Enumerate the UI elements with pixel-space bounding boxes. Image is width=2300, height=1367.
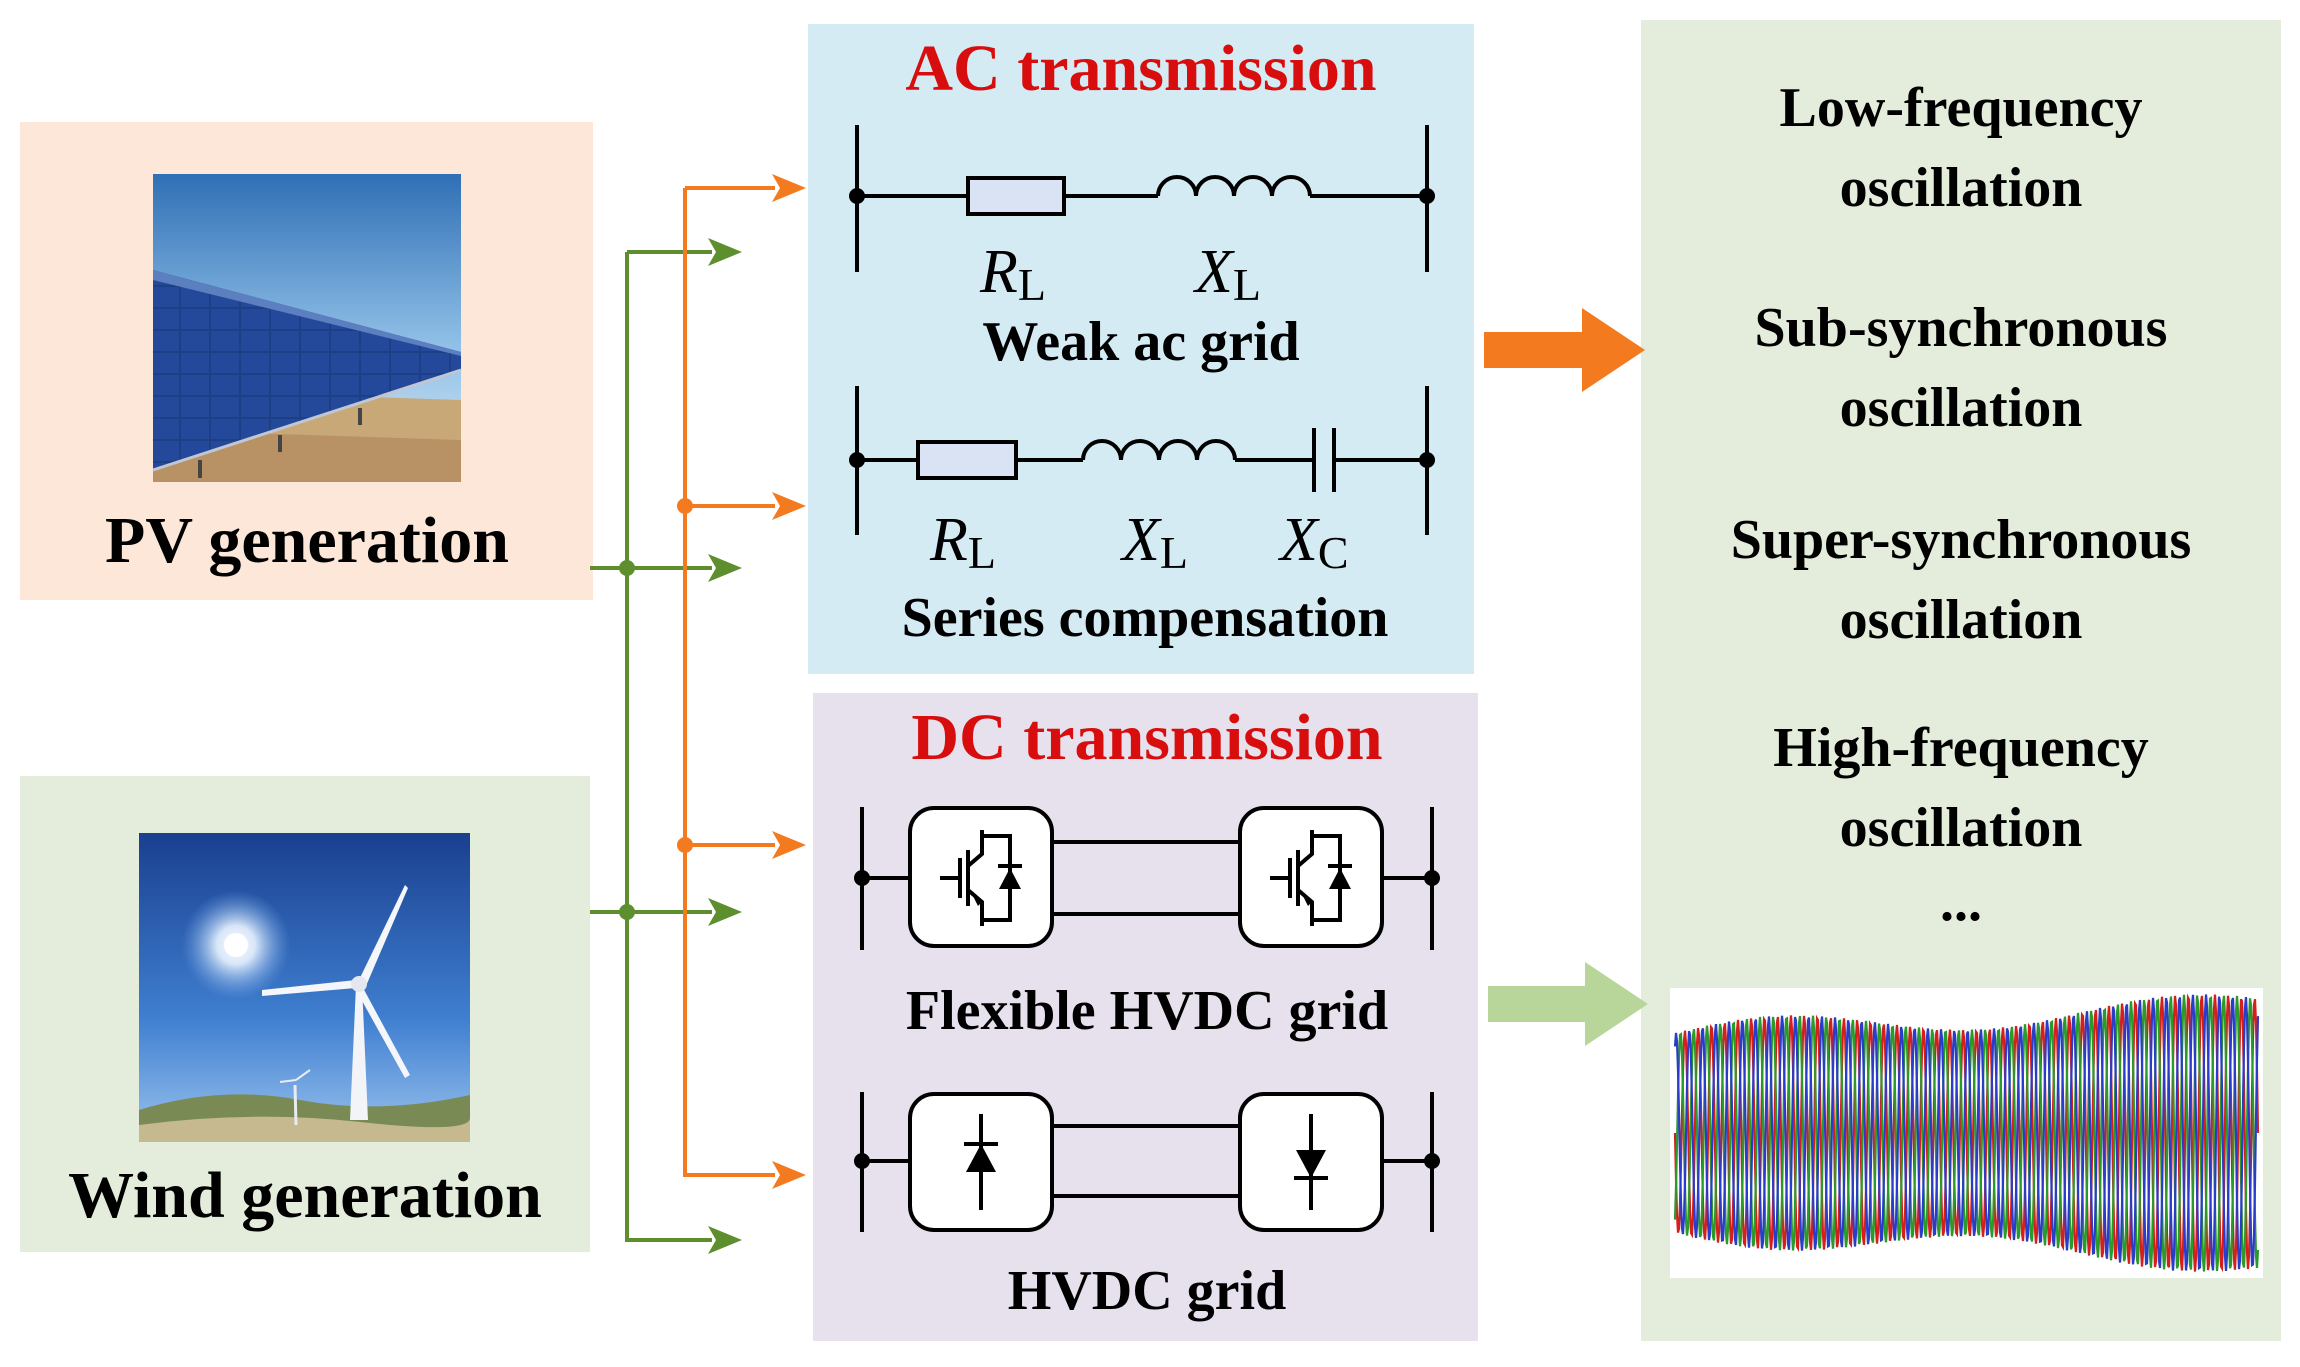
waveform-phase-3 xyxy=(1673,994,2260,1271)
weak-resistance-symbol: RL xyxy=(979,238,1046,310)
hvdc-grid-label: HVDC grid xyxy=(1007,1260,1287,1322)
waveform-phase-1 xyxy=(1673,993,2260,1273)
weak-ac-grid-label: Weak ac grid xyxy=(982,311,1300,373)
wind-generation-label: Wind generation xyxy=(68,1159,542,1232)
wind-arrows xyxy=(590,250,712,1242)
ac-output-arrow xyxy=(1484,308,1645,392)
weak-ac-grid-circuit xyxy=(855,125,1429,272)
weak-reactance-symbol: XL xyxy=(1192,238,1261,310)
pv-arrows xyxy=(683,186,775,1177)
flexible-hvdc-circuit xyxy=(860,806,1434,950)
pv-generation-label: PV generation xyxy=(105,504,509,577)
solar-panels-photo xyxy=(152,174,462,482)
more-ellipsis: ... xyxy=(1940,871,1982,933)
ac-transmission-panel xyxy=(808,24,1474,674)
series-reactance-symbol: XL xyxy=(1119,506,1188,578)
hvdc-circuit xyxy=(860,1092,1434,1232)
diode-icon xyxy=(1296,1150,1326,1178)
pv-arrowheads xyxy=(677,174,806,1189)
capacitive-reactance-symbol: XC xyxy=(1277,506,1349,578)
diode-icon xyxy=(966,1144,996,1172)
oscillation-waveform xyxy=(1673,993,2260,1273)
ac-transmission-title: AC transmission xyxy=(905,32,1377,105)
dc-output-arrow xyxy=(1488,962,1648,1046)
dc-transmission-title: DC transmission xyxy=(911,701,1383,774)
dc-transmission-panel xyxy=(813,693,1478,1341)
series-compensation-label: Series compensation xyxy=(901,587,1389,649)
series-compensation-circuit xyxy=(855,386,1429,535)
wind-turbine-photo xyxy=(139,833,470,1142)
waveform-phase-2 xyxy=(1673,994,2260,1272)
series-resistance-symbol: RL xyxy=(929,506,996,578)
flexible-hvdc-label: Flexible HVDC grid xyxy=(905,980,1389,1042)
wind-arrowheads xyxy=(619,238,742,1254)
